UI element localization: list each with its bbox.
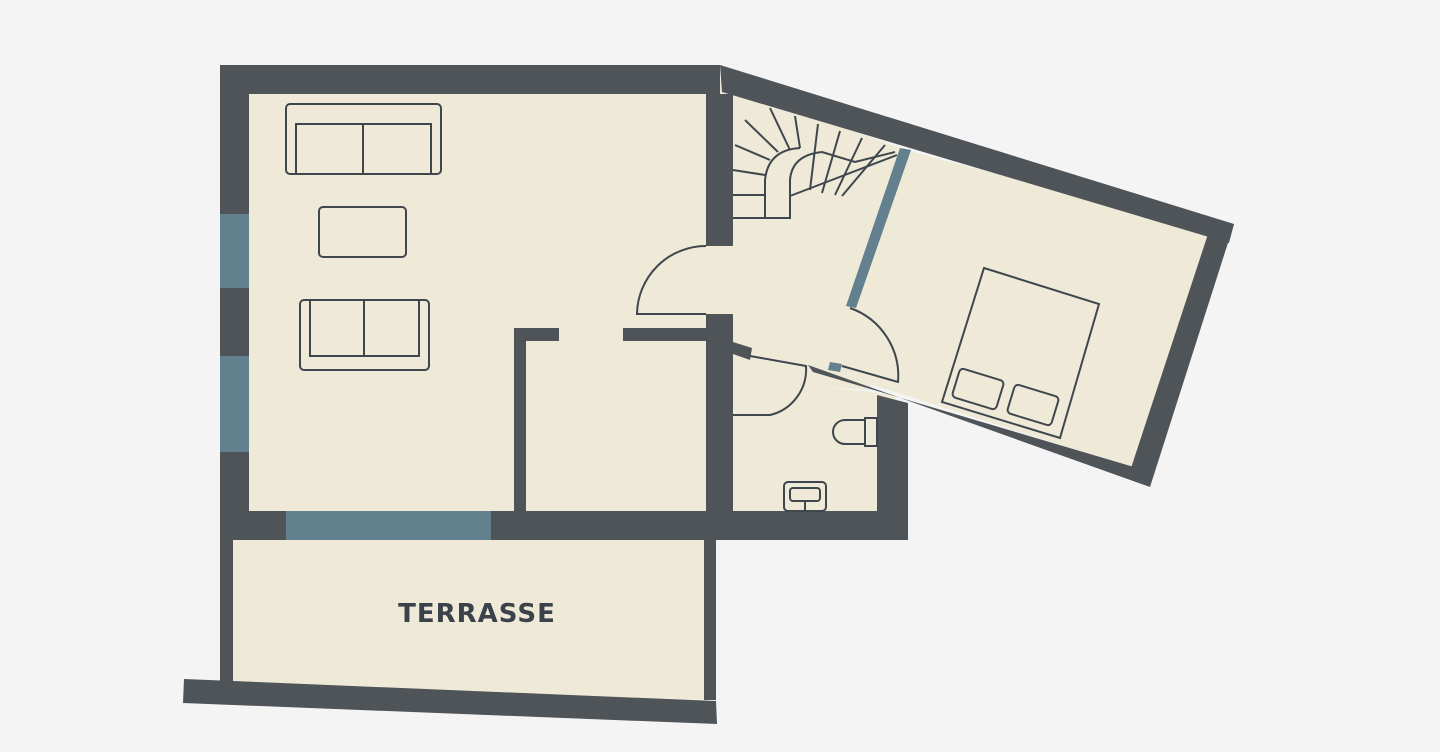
door-bedroom [841, 307, 900, 384]
window-terrace-door [286, 511, 491, 540]
stair-outline [733, 150, 896, 219]
pillow-right [1006, 383, 1060, 427]
pillow-left [951, 367, 1005, 411]
stair-step [734, 144, 771, 161]
living-room-floor [235, 80, 720, 525]
door-living-hall [635, 245, 707, 315]
wall-bath-right [877, 395, 908, 540]
window-bath-small [828, 362, 842, 372]
bathroom-floor [720, 375, 895, 525]
wall-closet-left [514, 328, 526, 511]
stair-inner-curve [764, 147, 801, 218]
walls [183, 65, 1234, 724]
sofa-bottom [299, 299, 430, 371]
windows [220, 148, 911, 540]
window-left-upper [220, 214, 249, 288]
bedroom-floor [820, 150, 1215, 472]
wall-bottom-angled [808, 365, 1150, 487]
wall-living-hall-lower [706, 314, 733, 511]
window-bedroom-partition [846, 148, 911, 308]
wall-terrace-left [220, 540, 233, 682]
wall-hall-bath [733, 342, 752, 360]
spiral-staircase [732, 107, 898, 219]
coffee-table [318, 206, 407, 258]
doors [635, 245, 900, 416]
toilet-bowl [832, 419, 865, 445]
door-bath [733, 355, 808, 416]
sink [783, 481, 827, 512]
toilet [832, 417, 878, 447]
wall-top-angled [720, 65, 1234, 243]
sofa-top [285, 103, 442, 175]
stair-landing [789, 154, 898, 197]
window-left-lower [220, 356, 249, 452]
stair-step [841, 144, 886, 197]
wall-terrace-bottom [183, 679, 717, 724]
terrace-label: TERRASSE [398, 599, 556, 629]
stair-step [794, 115, 801, 149]
wall-closet-top-right [623, 328, 706, 341]
wall-right-angled [1131, 224, 1234, 487]
furniture [285, 103, 1101, 512]
toilet-tank [864, 417, 878, 447]
wall-terrace-right [704, 540, 716, 700]
wall-left [220, 65, 249, 540]
wall-living-hall-upper [706, 94, 733, 246]
bed-frame [940, 266, 1101, 440]
stair-step [732, 169, 766, 176]
bed [940, 266, 1101, 440]
stair-step [834, 137, 863, 196]
stair-step [809, 123, 819, 191]
stair-step [769, 107, 791, 151]
wall-top [220, 65, 720, 94]
terrace-floor [225, 535, 712, 700]
stair-step [744, 119, 779, 153]
